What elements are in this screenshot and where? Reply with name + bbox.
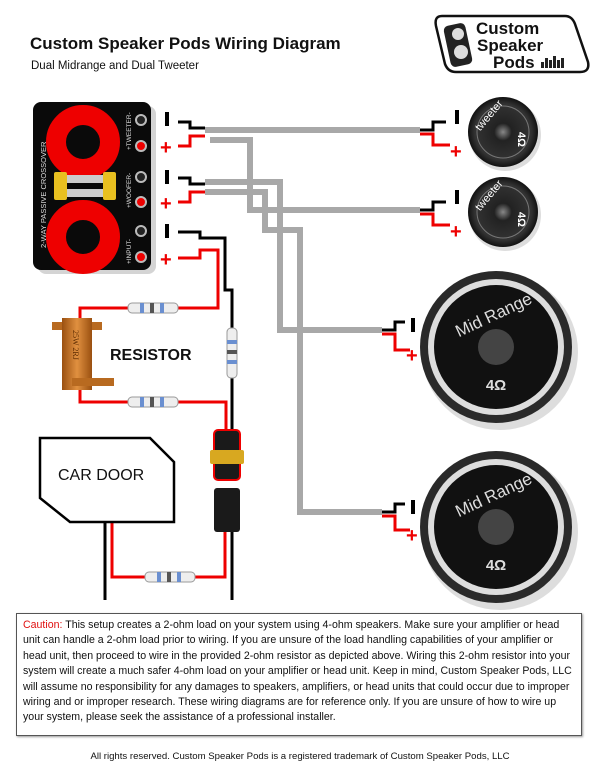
terminal-label-input: +INPUT-: [126, 239, 133, 264]
capacitor-icon: [54, 172, 116, 200]
logo: Custom Speaker Pods: [434, 14, 590, 74]
caution-text: This setup creates a 2-ohm load on your …: [23, 619, 572, 724]
terminal-tweeter-negative: [135, 114, 147, 126]
svg-text:+: +: [406, 345, 418, 367]
wiring-diagram: Custom Speaker Pods 2-WAY PASSIVE CROSSO…: [33, 14, 590, 610]
caution-label: Caution:: [23, 619, 63, 631]
svg-text:+: +: [160, 193, 172, 215]
svg-text:4Ω: 4Ω: [486, 377, 506, 394]
midrange-speaker-1: Mid Range 4Ω: [420, 271, 578, 430]
svg-text:+: +: [160, 249, 172, 271]
crossover-wires: [178, 120, 227, 290]
car-door: CAR DOOR: [38, 436, 176, 524]
equalizer-icon: [541, 56, 564, 68]
svg-text:4Ω: 4Ω: [515, 212, 527, 227]
svg-text:+: +: [450, 221, 462, 243]
inline-resistor-icon: [144, 571, 196, 583]
terminal-woofer-positive: [135, 196, 147, 208]
crossover: 2-WAY PASSIVE CROSSOVER +TWEETER- +WOOFE…: [33, 102, 156, 274]
page-subtitle: Dual Midrange and Dual Tweeter: [31, 60, 199, 72]
caution-notice: Caution: This setup creates a 2-ohm load…: [16, 613, 582, 736]
fuse-resistors: [127, 302, 238, 583]
svg-text:+: +: [450, 141, 462, 163]
inline-resistor-icon: [127, 302, 179, 314]
logo-text-speaker: Speaker: [477, 36, 544, 55]
terminal-label-woofer: +WOOFER-: [126, 173, 133, 208]
midrange-speaker-2: Mid Range 4Ω: [420, 451, 578, 610]
speaker-cables: [205, 127, 420, 515]
tweeter-speaker-2: tweeter 4Ω: [468, 177, 541, 251]
power-resistor: 25W 2RJ: [52, 318, 114, 390]
terminal-tweeter-positive: [135, 140, 147, 152]
crossover-label: 2-WAY PASSIVE CROSSOVER: [39, 141, 48, 248]
wire-connector: [210, 429, 244, 532]
terminal-woofer-negative: [135, 171, 147, 183]
tweeter-speaker-1: tweeter 4Ω: [468, 97, 541, 171]
inline-resistor-icon: [127, 396, 179, 408]
logo-text-custom: Custom: [476, 19, 539, 38]
terminal-input-positive: [135, 251, 147, 263]
logo-text-pods: Pods: [493, 53, 535, 72]
inline-resistor-icon: [226, 327, 238, 379]
svg-text:4Ω: 4Ω: [486, 557, 506, 574]
terminal-label-tweeter: +TWEETER-: [126, 112, 133, 150]
car-door-label: CAR DOOR: [58, 467, 144, 484]
polarity-marks: + + +: [160, 112, 172, 271]
resistor-marking: 25W 2RJ: [71, 330, 80, 360]
svg-text:+: +: [160, 137, 172, 159]
svg-text:+: +: [406, 525, 418, 547]
terminal-input-negative: [135, 225, 147, 237]
svg-text:4Ω: 4Ω: [515, 132, 527, 147]
speaker-polarity-marks: + + + +: [406, 110, 462, 547]
coil-icon: [46, 105, 120, 179]
footer-copyright: All rights reserved. Custom Speaker Pods…: [90, 751, 510, 762]
coil-icon: [46, 200, 120, 274]
speaker-box-icon: [443, 23, 473, 67]
page-title: Custom Speaker Pods Wiring Diagram: [30, 34, 341, 53]
speaker-wires: [382, 120, 450, 532]
resistor-label: RESISTOR: [110, 347, 192, 364]
